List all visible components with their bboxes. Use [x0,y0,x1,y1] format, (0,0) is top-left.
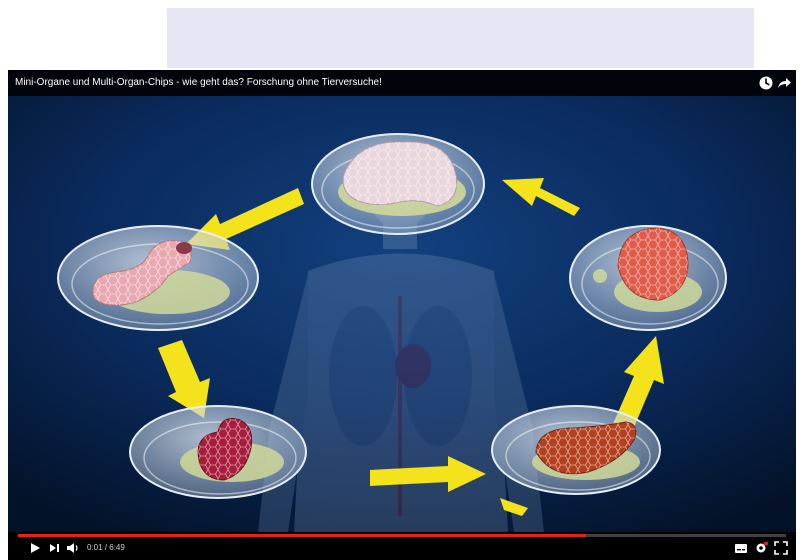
time-display: 0:01 / 6:49 [87,543,125,552]
progress-bar-fill [18,534,586,537]
subtitles-icon[interactable] [734,541,748,555]
top-banner [167,8,754,68]
watch-later-icon[interactable] [757,74,775,92]
petri-dish-brain [312,134,484,234]
video-frame[interactable] [8,96,796,532]
petri-dish-lung [570,226,726,330]
player-controls: 0:01 / 6:49 [8,532,796,560]
petri-dish-liver [492,406,660,494]
petri-dish-heart [130,406,306,498]
play-icon[interactable] [28,541,42,555]
petri-dish-intestine [58,226,258,330]
video-title[interactable]: Mini-Organe und Multi-Organ-Chips - wie … [15,77,382,88]
video-title-bar: Mini-Organe und Multi-Organ-Chips - wie … [8,70,796,96]
share-icon[interactable] [775,74,793,92]
progress-bar[interactable] [18,534,786,537]
next-icon[interactable] [48,541,62,555]
video-player[interactable]: Mini-Organe und Multi-Organ-Chips - wie … [8,70,796,560]
settings-icon[interactable] [754,541,768,555]
fullscreen-icon[interactable] [774,541,788,555]
volume-icon[interactable] [66,541,80,555]
